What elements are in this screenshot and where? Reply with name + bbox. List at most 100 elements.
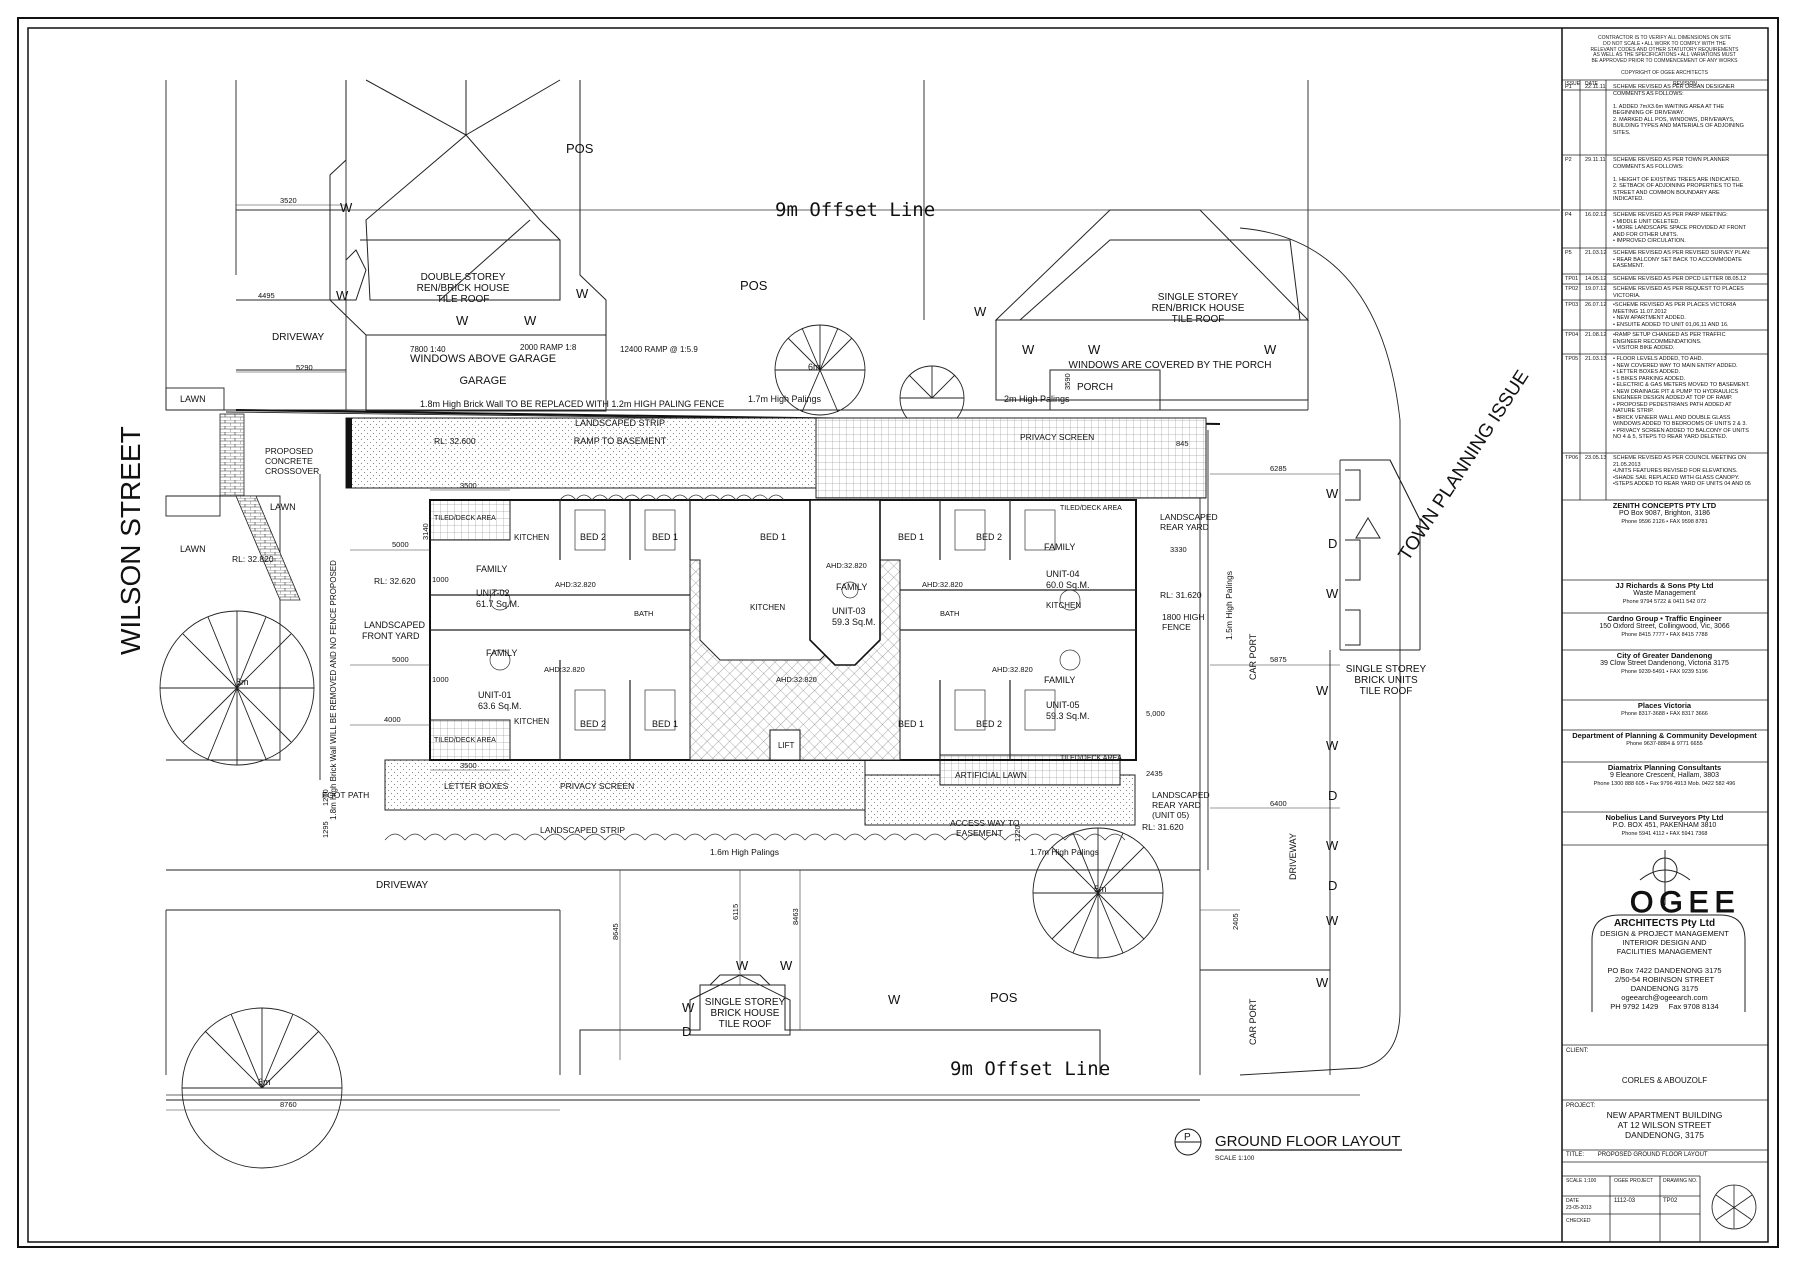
consultant-line: Waste Management xyxy=(1633,590,1696,597)
single-storey-bottom-label-2: BRICK HOUSE xyxy=(711,1008,780,1019)
revision-text-line: NO 4 & 5, STEPS TO REAR YARD DELETED. xyxy=(1613,434,1728,440)
revision-text-line: •SHADE SAIL REPLACED WITH GLASS CANOPY. xyxy=(1613,474,1740,481)
room-bath: BATH xyxy=(940,609,959,618)
consultant-name: Nobelius Land Surveyors Pty Ltd xyxy=(1605,813,1724,822)
dimension-value: 5000 xyxy=(392,540,409,549)
ramp-label-1: 12400 RAMP @ 1:5.9 xyxy=(620,345,698,354)
project-line: AT 12 WILSON STREET xyxy=(1617,1120,1712,1130)
firm-address-line: PO Box 7422 DANDENONG 3175 xyxy=(1607,966,1722,975)
dimension-value: 3500 xyxy=(460,481,477,490)
unit-03-area: 59.3 Sq.M. xyxy=(832,617,876,627)
revision-text-line: •SCHEME REVISED AS PER PLACES VICTORIA xyxy=(1613,302,1737,308)
single-storey-bottom-label-3: TILE ROOF xyxy=(719,1019,772,1030)
unit-01-area: 63.6 Sq.M. xyxy=(478,701,522,711)
sheet-title: PROPOSED GROUND FLOOR LAYOUT xyxy=(1597,1152,1708,1158)
dimension-value: 3590 xyxy=(1063,373,1072,390)
window-label: W xyxy=(456,313,469,328)
revision-text-line: •UNITS FEATURES REVISED FOR ELEVATIONS. xyxy=(1613,468,1738,474)
scale-cell: SCALE 1:100 xyxy=(1566,1178,1596,1184)
ahd-label: AHD:32.820 xyxy=(776,675,817,684)
landscaped-rear-yard-label-1: LANDSCAPED xyxy=(1160,512,1218,522)
firm-contact: PH 9792 1429 Fax 9708 8134 xyxy=(1563,1002,1766,1011)
tree-6m-bottom-label: 6m xyxy=(258,1077,271,1087)
client-label: CLIENT: xyxy=(1566,1048,1589,1054)
door-label: D xyxy=(682,1024,691,1039)
unit-04-name: UNIT-04 xyxy=(1046,569,1080,579)
lift xyxy=(769,729,801,761)
car-port-label-1: CAR PORT xyxy=(1248,633,1258,680)
high-palings-2m: 2m High Palings xyxy=(1004,394,1070,404)
window-label: W xyxy=(1316,975,1329,990)
revision-text-line: COMMENTS AS FOLLOWS: xyxy=(1613,90,1684,97)
revision-text-line: INDICATED. xyxy=(1613,196,1644,202)
ahd-label: AHD:32.820 xyxy=(992,665,1033,674)
revision-text-line: • NEW DRAINAGE PIT & PUMP TO HYDRAULICS xyxy=(1613,388,1738,395)
room-bed2: BED 2 xyxy=(580,532,606,542)
window-label: W xyxy=(888,992,901,1007)
revision-text-line: •STEPS ADDED TO REAR YARD OF UNITS 04 AN… xyxy=(1613,481,1751,487)
dimension-value: 3500 xyxy=(460,761,477,770)
street-name: WILSON STREET xyxy=(115,426,146,655)
ramp-wall xyxy=(346,418,352,488)
rl-label-ramp: RL: 32.600 xyxy=(434,436,476,446)
landscaped-front-strip xyxy=(384,759,866,811)
tree-5m xyxy=(1032,827,1164,959)
windows-covered-label: WINDOWS ARE COVERED BY THE PORCH xyxy=(1069,360,1272,371)
tiled-area-label: TILED/DECK AREA xyxy=(434,515,496,522)
unit-04-area: 60.0 Sq.M. xyxy=(1046,580,1090,590)
revision-text: • FLOOR LEVELS ADDED, TO AHD.• NEW COVER… xyxy=(1613,356,1763,441)
note-line: BE APPROVED PRIOR TO COMMENCEMENT OF ANY… xyxy=(1591,58,1738,65)
dimension-value: 2435 xyxy=(1146,769,1163,778)
tree-5m-label: 5m xyxy=(1094,884,1107,894)
consultant-line: Phone 8317-3688 • FAX 8317 3666 xyxy=(1621,711,1708,717)
revision-text-line: • ENSUITE ADDED TO UNIT 01,06,11 AND 16. xyxy=(1613,321,1729,328)
dimension-value: 4495 xyxy=(258,291,275,300)
revision-text-line: SCHEME REVISED AS PER REQUEST TO PLACES xyxy=(1613,286,1744,292)
window-label: W xyxy=(340,200,353,215)
town-planning-watermark: TOWN PLANNING ISSUE xyxy=(1395,367,1534,565)
door-label: D xyxy=(1328,536,1337,551)
dimension-value: 5875 xyxy=(1270,655,1287,664)
room-kitchen: KITCHEN xyxy=(514,533,549,542)
car-port-lot-outline xyxy=(1239,227,1401,1076)
single-storey-top-label-2: REN/BRICK HOUSE xyxy=(1152,303,1245,314)
room-kitchen: KITCHEN xyxy=(1046,601,1081,610)
revision-text: •SCHEME REVISED AS PER PLACES VICTORIA M… xyxy=(1613,302,1763,328)
revision-text-line: SITES. xyxy=(1613,129,1631,136)
ramp-to-basement-label: RAMP TO BASEMENT xyxy=(574,436,667,446)
window-label: W xyxy=(974,304,987,319)
double-storey-label-3: TILE ROOF xyxy=(437,294,490,305)
revision-text-line: • NEW COVERED WAY TO MAIN ENTRY ADDED. xyxy=(1613,362,1738,369)
revision-text-line: • NEW APARTMENT ADDED. xyxy=(1613,315,1686,321)
project-line: NEW APARTMENT BUILDING xyxy=(1606,1110,1723,1120)
revision-text-line: NATURE STRIP. xyxy=(1613,408,1654,414)
consultant-name: Department of Planning & Community Devel… xyxy=(1572,731,1757,740)
room-kitchen: KITCHEN xyxy=(750,603,785,612)
window-label: W xyxy=(1326,586,1339,601)
revision-text-line: 21.05.2013 xyxy=(1613,461,1641,468)
revision-text-line: ENGINEER RECOMMENDATIONS. xyxy=(1613,338,1702,345)
tiled-area-label: TILED/DECK AREA xyxy=(434,737,496,744)
drawing-no-label: DRAWING NO. xyxy=(1663,1178,1698,1184)
landscaped-strip-label-bottom: LANDSCAPED STRIP xyxy=(540,825,625,835)
revision-text-line: SCHEME REVISED AS PER URBAN DESIGNER xyxy=(1613,84,1735,90)
rev-header-issue: ISSUE xyxy=(1565,81,1581,87)
rev-header-revision: REVISION xyxy=(1673,81,1697,87)
revision-text-line: • PROPOSED PEDESTRIANS PATH ADDED AT xyxy=(1613,401,1732,408)
revision-date: 29.11.11 xyxy=(1585,157,1606,163)
consultant-line: Phone 5941 4112 • FAX 5941 7368 xyxy=(1621,831,1708,837)
revision-text-line: • MIDDLE UNIT DELETED. xyxy=(1613,218,1680,225)
rev-header-date: DATE xyxy=(1585,81,1598,87)
driveway-label-top: DRIVEWAY xyxy=(272,332,325,343)
consultant-name: Diamatrix Planning Consultants xyxy=(1607,763,1722,772)
double-storey-label-2: REN/BRICK HOUSE xyxy=(417,283,510,294)
revision-text-line: WINDOWS ADDED TO BEDROOMS OF UNITS 2 & 3… xyxy=(1613,421,1747,427)
revision-number: P4 xyxy=(1565,212,1572,218)
revision-number: TP05 xyxy=(1565,356,1579,362)
dimension-value: 3520 xyxy=(280,196,297,205)
window-label: W xyxy=(336,288,349,303)
room-bed2: BED 2 xyxy=(976,532,1002,542)
